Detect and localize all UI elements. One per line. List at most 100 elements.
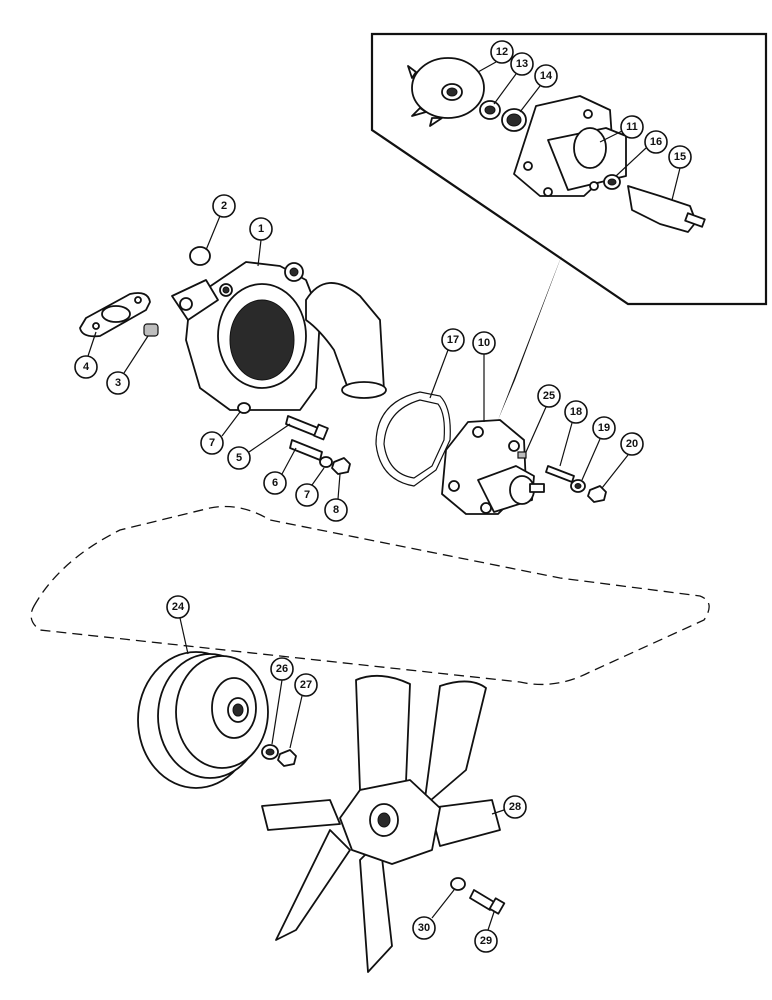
callout-c29: 29 bbox=[474, 911, 498, 953]
callout-circle-c7a bbox=[200, 431, 224, 455]
leader-line-c1 bbox=[257, 239, 262, 267]
nut-part-pump bbox=[587, 485, 607, 503]
callout-circle-c11 bbox=[620, 115, 644, 139]
callout-label-c25: 25 bbox=[543, 390, 555, 402]
callout-circle-c8 bbox=[324, 498, 348, 522]
callout-c27: 27 bbox=[289, 673, 318, 749]
callout-label-c8: 8 bbox=[333, 504, 339, 516]
seal-ring-part bbox=[603, 174, 621, 190]
callout-label-c11: 11 bbox=[626, 121, 638, 133]
leader-line-c3 bbox=[123, 335, 149, 374]
lock-washer-part bbox=[237, 402, 251, 414]
callout-c30: 30 bbox=[412, 889, 455, 940]
callout-circle-c27 bbox=[294, 673, 318, 697]
callout-circle-c26 bbox=[270, 657, 294, 681]
callout-label-c30: 30 bbox=[418, 922, 430, 934]
leader-line-c18 bbox=[559, 422, 573, 467]
callout-circle-c14 bbox=[534, 64, 558, 88]
callout-circle-c5 bbox=[227, 446, 251, 470]
callout-c18: 18 bbox=[559, 400, 588, 467]
impeller-part bbox=[407, 57, 485, 127]
callout-c4: 4 bbox=[74, 331, 98, 379]
callout-c2: 2 bbox=[205, 194, 236, 251]
leader-line-c30 bbox=[431, 889, 455, 919]
bearing-part bbox=[501, 108, 527, 132]
callout-c19: 19 bbox=[581, 416, 616, 481]
callout-label-c7a: 7 bbox=[209, 437, 215, 449]
pump-shaft-part bbox=[627, 185, 706, 233]
callout-c14: 14 bbox=[519, 64, 558, 113]
woodruff-key-part bbox=[517, 451, 527, 459]
leader-line-c4 bbox=[87, 331, 97, 357]
fan-part bbox=[261, 674, 501, 973]
callout-label-c10: 10 bbox=[478, 337, 490, 349]
callout-label-c16: 16 bbox=[650, 136, 662, 148]
callout-c24: 24 bbox=[166, 595, 190, 655]
callout-c25: 25 bbox=[525, 384, 561, 453]
leader-line-c5 bbox=[248, 423, 291, 453]
leader-line-c24 bbox=[179, 617, 189, 655]
callout-label-c24: 24 bbox=[172, 601, 185, 613]
pulley-washer-part bbox=[261, 744, 279, 760]
callout-circle-c18 bbox=[564, 400, 588, 424]
callout-circle-c15 bbox=[668, 145, 692, 169]
callout-circle-c20 bbox=[620, 432, 644, 456]
nut-part bbox=[331, 457, 351, 475]
pipe-plug-part bbox=[143, 323, 159, 337]
callout-label-c14: 14 bbox=[540, 70, 553, 82]
water-pump-body bbox=[441, 419, 545, 515]
callout-c1: 1 bbox=[249, 217, 273, 267]
leader-line-c14 bbox=[519, 85, 541, 113]
callout-circle-c7b bbox=[295, 483, 319, 507]
inset-pointer-wedge bbox=[498, 252, 563, 420]
callout-label-c2: 2 bbox=[221, 200, 227, 212]
callout-label-c1: 1 bbox=[258, 223, 264, 235]
callout-label-c5: 5 bbox=[236, 452, 242, 464]
washer-part bbox=[570, 479, 586, 493]
callout-circle-c12 bbox=[490, 40, 514, 64]
callout-c16: 16 bbox=[615, 130, 668, 177]
callout-circle-c13 bbox=[510, 52, 534, 76]
leader-line-c13 bbox=[493, 73, 517, 105]
outlet-gasket-part bbox=[79, 292, 151, 338]
leader-line-c2 bbox=[205, 215, 221, 251]
callout-circle-c10 bbox=[472, 331, 496, 355]
stud-part-pump bbox=[545, 465, 575, 483]
callout-label-c4: 4 bbox=[83, 361, 90, 373]
callout-circle-c17 bbox=[441, 328, 465, 352]
lock-washer-part-lower bbox=[319, 456, 333, 468]
leader-line-c6 bbox=[281, 447, 297, 475]
callout-label-c15: 15 bbox=[674, 151, 686, 163]
pulley-part bbox=[137, 651, 269, 789]
leader-line-c19 bbox=[581, 438, 601, 481]
leader-line-c7b bbox=[311, 467, 325, 486]
callout-layer: 1234567781011121314151617181920242526272… bbox=[74, 40, 692, 953]
callout-label-c12: 12 bbox=[496, 46, 508, 58]
leader-line-c26 bbox=[271, 679, 283, 745]
callout-circle-c1 bbox=[249, 217, 273, 241]
callout-c7b: 7 bbox=[295, 467, 325, 507]
callout-c17: 17 bbox=[429, 328, 465, 399]
callout-label-c7b: 7 bbox=[304, 489, 310, 501]
callout-label-c3: 3 bbox=[115, 377, 121, 389]
callout-circle-c6 bbox=[263, 471, 287, 495]
callout-c12: 12 bbox=[477, 40, 514, 73]
water-pump-housing bbox=[171, 261, 387, 411]
leader-line-c25 bbox=[525, 406, 547, 453]
leader-line-c11 bbox=[599, 130, 623, 143]
leader-line-c27 bbox=[289, 695, 303, 749]
leader-line-c29 bbox=[487, 911, 495, 931]
callout-label-c18: 18 bbox=[570, 406, 582, 418]
callout-label-c26: 26 bbox=[276, 663, 288, 675]
callout-label-c17: 17 bbox=[447, 334, 459, 346]
callout-circle-c4 bbox=[74, 355, 98, 379]
callout-circle-c19 bbox=[592, 416, 616, 440]
callout-c3: 3 bbox=[106, 335, 149, 395]
callout-c20: 20 bbox=[601, 432, 644, 489]
leader-line-c12 bbox=[477, 61, 497, 73]
pump-body-inset bbox=[513, 95, 627, 197]
callout-circle-c25 bbox=[537, 384, 561, 408]
fan-lock-washer-part bbox=[450, 877, 466, 891]
pulley-group-dashed-outline bbox=[30, 505, 710, 686]
